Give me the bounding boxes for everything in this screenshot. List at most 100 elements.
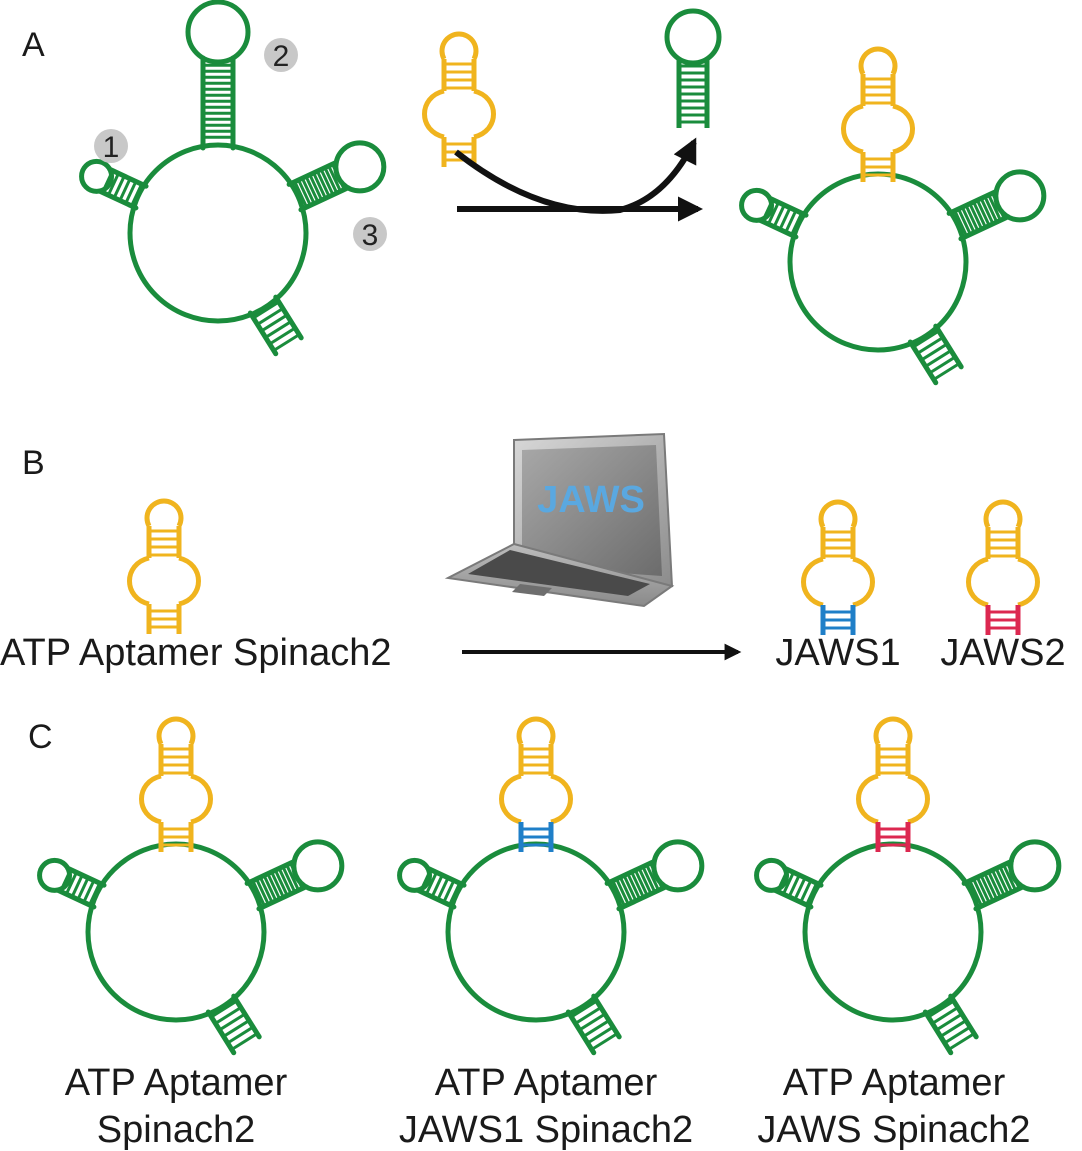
base-pair xyxy=(582,1019,610,1038)
internal-loop-right xyxy=(473,88,496,140)
aptamer-hairpin xyxy=(127,498,201,634)
construct-3-line2: JAWS Spinach2 xyxy=(757,1109,1030,1151)
internal-loop-left xyxy=(422,88,445,140)
base-pair xyxy=(979,874,995,902)
base-pair xyxy=(968,880,983,907)
base-pair xyxy=(964,204,980,232)
base-pair xyxy=(293,181,308,208)
base-pair xyxy=(112,175,126,199)
stem-loop xyxy=(754,857,790,893)
base-pair xyxy=(630,871,645,898)
construct-2-line1: ATP Aptamer xyxy=(435,1062,658,1104)
base-pair xyxy=(787,874,801,898)
base-pair xyxy=(319,168,335,196)
base-pair xyxy=(230,1032,258,1051)
apical-loop xyxy=(858,46,898,76)
base-pair xyxy=(943,1025,971,1045)
base-pair xyxy=(106,172,120,196)
base-pair xyxy=(64,871,78,895)
aptamer-hairpin xyxy=(841,46,915,182)
stem-loop xyxy=(185,0,251,65)
internal-loop-left xyxy=(856,773,879,825)
panel-c-letter: C xyxy=(28,718,53,756)
internal-loop-right xyxy=(892,103,915,155)
base-pair xyxy=(442,879,456,903)
atp-aptamer-module xyxy=(422,31,496,167)
stem-loop xyxy=(739,187,775,223)
internal-loop-left xyxy=(139,773,162,825)
stem-2 xyxy=(185,0,251,151)
jaws2-module xyxy=(966,499,1040,635)
base-pair xyxy=(76,877,90,901)
stem-loop xyxy=(397,857,433,893)
badge-3-label: 3 xyxy=(362,219,379,252)
stem-loop xyxy=(291,839,345,893)
aptamer-hairpin xyxy=(966,499,1040,635)
base-pair xyxy=(430,874,444,898)
stem-rail xyxy=(933,323,964,370)
base-pair xyxy=(118,178,132,202)
badge-2-label: 2 xyxy=(273,40,290,73)
removed-stem-loop xyxy=(664,8,722,128)
stem-1 xyxy=(397,857,467,910)
construct-atp-spinach2 xyxy=(37,716,345,1056)
stem-rail xyxy=(415,887,457,910)
stem-rail xyxy=(948,993,979,1040)
base-pair xyxy=(912,329,940,349)
base-pair xyxy=(70,874,84,898)
construct-1-line2: Spinach2 xyxy=(97,1109,255,1151)
base-pair xyxy=(766,201,780,225)
base-pair xyxy=(300,177,316,205)
internal-loop-right xyxy=(550,773,573,825)
base-pair xyxy=(1002,864,1017,891)
base-pair xyxy=(252,300,280,320)
base-pair xyxy=(124,180,138,204)
aptamer-hairpin xyxy=(139,716,213,852)
stem-rail xyxy=(55,887,97,910)
stem-rail xyxy=(107,166,149,189)
stem-3 xyxy=(604,839,705,912)
base-pair xyxy=(327,165,342,192)
badge-2: 2 xyxy=(264,38,298,73)
internal-loop-right xyxy=(178,555,201,607)
stem-rail xyxy=(286,159,339,187)
stem-rail xyxy=(757,217,799,240)
base-pair xyxy=(979,197,995,225)
apical-loop xyxy=(156,716,196,746)
stem-rail xyxy=(767,195,809,218)
base-pair xyxy=(611,880,626,907)
base-pair xyxy=(998,866,1014,893)
base-pair xyxy=(931,1006,959,1025)
base-pair xyxy=(615,878,630,906)
base-pair xyxy=(939,1019,967,1038)
panel-b-letter: B xyxy=(22,444,45,482)
aptamer-hairpin xyxy=(856,716,930,852)
stem-rail xyxy=(205,1009,237,1056)
internal-loop-left xyxy=(499,773,522,825)
stem-loop xyxy=(1008,839,1062,893)
base-pair xyxy=(953,210,968,237)
stem-loop xyxy=(37,857,73,893)
base-pair xyxy=(130,183,144,207)
internal-loop-left xyxy=(801,556,824,608)
base-pair xyxy=(281,866,297,893)
base-pair xyxy=(975,876,991,904)
base-pair xyxy=(957,208,972,236)
base-pair xyxy=(972,878,987,906)
swap-out-arrow xyxy=(454,137,697,214)
base-pair xyxy=(218,1012,246,1032)
internal-loop-right xyxy=(1017,556,1040,608)
internal-loop-right xyxy=(907,773,930,825)
base-pair xyxy=(987,194,1002,221)
construct-atp-jaws-spinach2 xyxy=(754,716,1062,1056)
apical-loop xyxy=(439,31,479,61)
base-pair xyxy=(226,1025,254,1045)
laptop-touchpad xyxy=(512,584,552,596)
stem-rail xyxy=(565,1009,597,1056)
base-pair xyxy=(570,999,598,1019)
base-pair xyxy=(983,196,999,223)
base-pair xyxy=(626,873,642,900)
base-pair xyxy=(210,999,238,1019)
stem-3 xyxy=(961,839,1062,912)
panel-a-letter: A xyxy=(22,26,45,64)
